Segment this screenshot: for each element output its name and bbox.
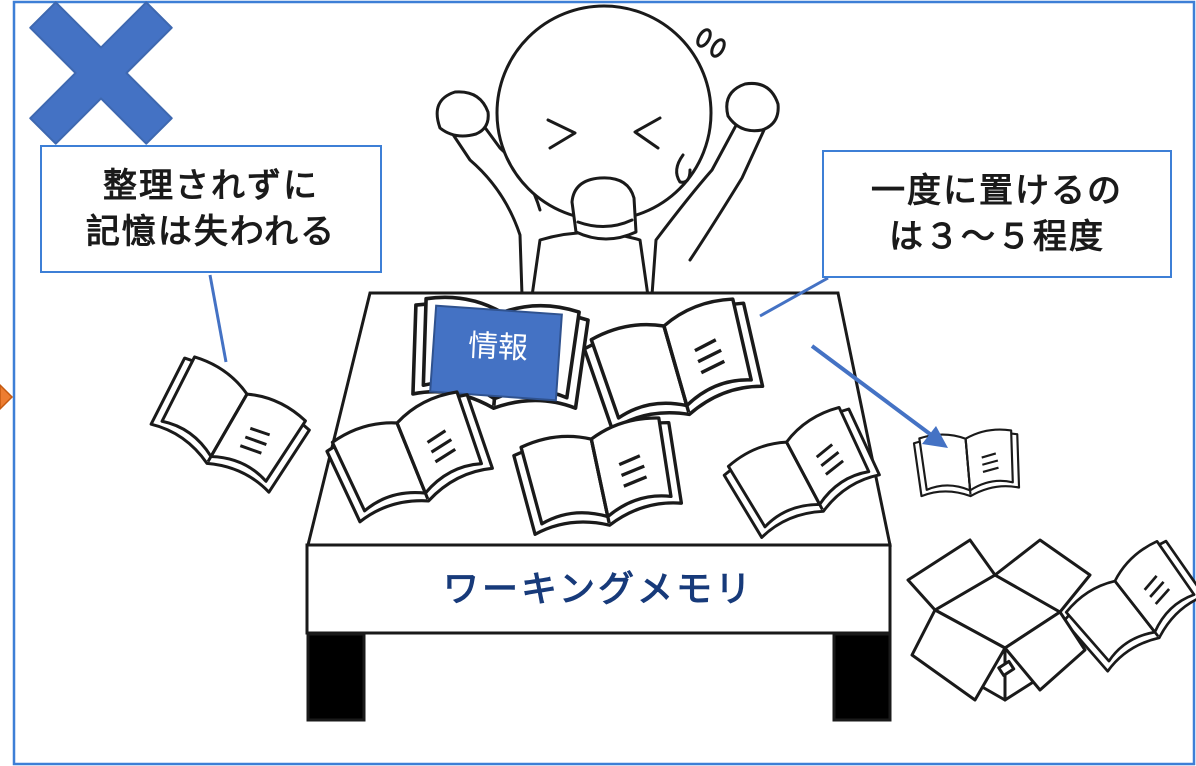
desk-front-panel: [305, 543, 892, 635]
desk-label: ワーキングメモリ: [443, 569, 754, 610]
callout-capacity: 一度に置けるの は３～５程度: [822, 150, 1172, 278]
desk-leg-right: [832, 632, 892, 722]
callout-connector-right: [759, 276, 829, 318]
callout-right-line1: 一度に置けるの: [871, 171, 1123, 211]
frame: [12, 0, 1196, 766]
cross-mark-icon: [29, 1, 173, 145]
callout-memory-lost: 整理されずに 記憶は失われる: [40, 145, 382, 273]
side-arrow-icon: [0, 383, 14, 411]
callout-right-line2: は３～５程度: [889, 217, 1105, 257]
desk-leg-left: [306, 632, 366, 722]
callout-connector-left: [208, 274, 228, 363]
person-icon: [435, 4, 780, 298]
book-icon: [143, 348, 316, 501]
info-book: [405, 292, 591, 418]
arrow-icon: [810, 344, 948, 448]
info-book-label: 情報: [467, 328, 529, 367]
callout-left-line2: 記憶は失われる: [85, 212, 337, 252]
box-icon: [906, 538, 1092, 702]
callout-left-line1: 整理されずに: [103, 166, 319, 206]
